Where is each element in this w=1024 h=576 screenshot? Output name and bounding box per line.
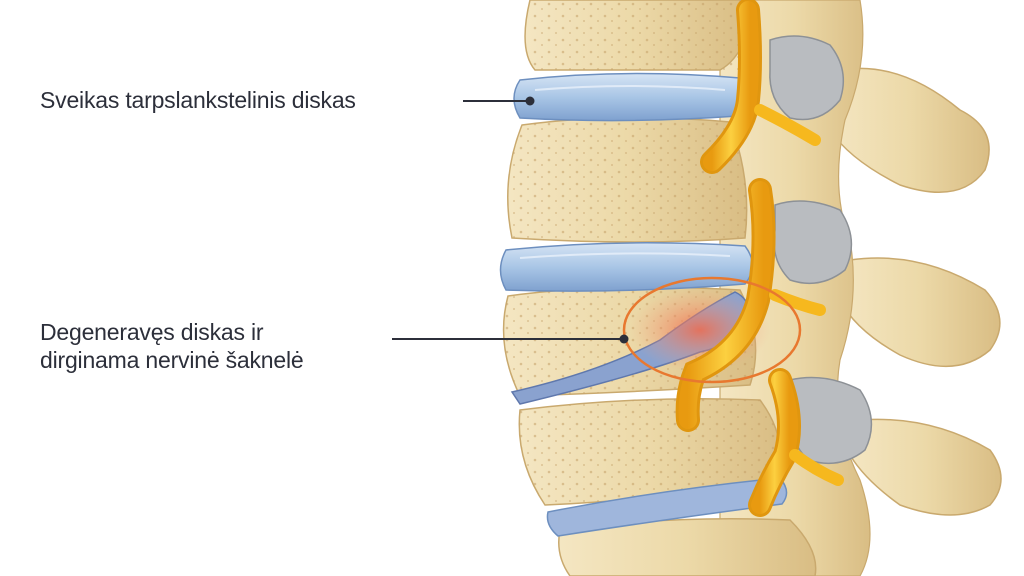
label-degenerated-line2: dirginama nervinė šaknelė (40, 347, 304, 373)
leader-lines (392, 96, 629, 344)
highlight-ring (622, 276, 802, 384)
transverse-processes (829, 67, 1002, 516)
healthy-disc (513, 72, 747, 122)
label-degenerated-disc: Degeneravęs diskas ir dirginama nervinė … (40, 318, 304, 374)
facet-joints (769, 35, 873, 465)
label-healthy-disc: Sveikas tarpslankstelinis diskas (40, 87, 356, 113)
lower-disc (546, 477, 788, 537)
nerve-roots (675, 0, 844, 517)
middle-disc (499, 242, 754, 292)
label-degenerated-line1: Degeneravęs diskas ir (40, 319, 264, 345)
